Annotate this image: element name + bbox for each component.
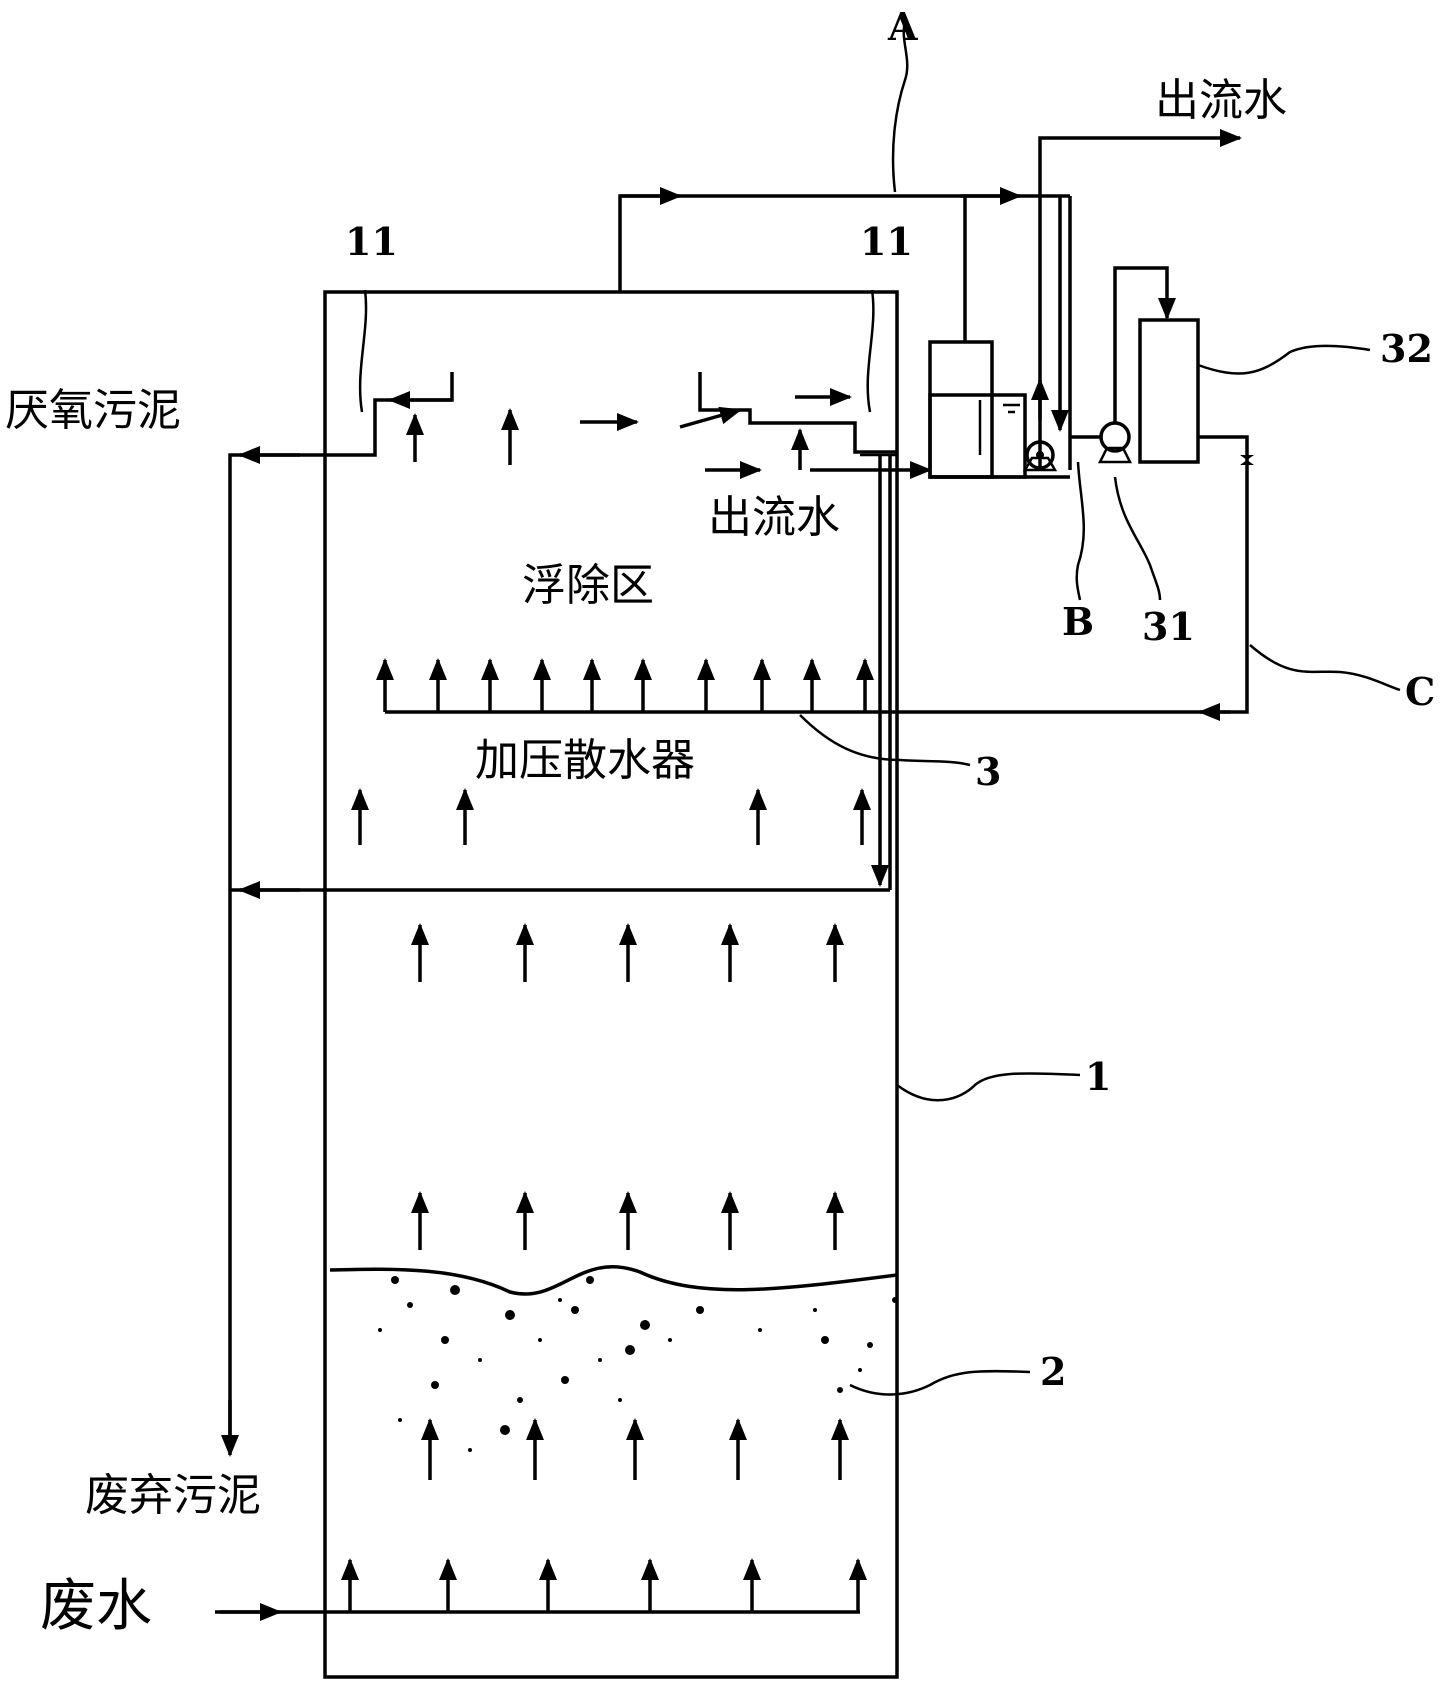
leader-11-left xyxy=(358,289,368,413)
leader-11-right xyxy=(866,289,875,413)
ref-2: 2 xyxy=(1040,1349,1066,1394)
leader-1 xyxy=(896,1072,1081,1102)
ref-31: 31 xyxy=(1142,604,1195,649)
top-outlet-pipe xyxy=(618,194,1070,292)
ref-32: 32 xyxy=(1380,326,1433,371)
leader-a xyxy=(891,21,909,193)
pressure-tank-32 xyxy=(1138,318,1200,464)
distributor-risers xyxy=(376,658,874,712)
separator-tank xyxy=(928,340,994,479)
ref-c: C xyxy=(1405,669,1435,714)
leader-c xyxy=(1249,644,1401,692)
left-weir xyxy=(325,372,454,457)
leader-31 xyxy=(1113,476,1162,601)
label-effluent-top: 出流水 xyxy=(1155,75,1287,126)
right-weir xyxy=(698,372,897,454)
ref-1: 1 xyxy=(1085,1054,1111,1099)
ref-3: 3 xyxy=(975,749,1001,794)
leader-b xyxy=(1075,461,1086,601)
sludge-particles xyxy=(378,1276,898,1452)
inlet-risers xyxy=(341,1558,867,1612)
leader-2 xyxy=(849,1369,1031,1396)
label-pressurized-distributor: 加压散水器 xyxy=(475,735,695,786)
ref-11-right: 11 xyxy=(860,219,913,264)
sludge-bed-surface xyxy=(329,1265,898,1296)
label-effluent-inner: 出流水 xyxy=(708,492,840,543)
reactor-tank xyxy=(323,290,899,1679)
label-flotation-zone: 浮除区 xyxy=(522,560,654,611)
ref-a: A xyxy=(887,4,918,49)
effluent-out-pipe xyxy=(1038,129,1242,470)
pump-b-icon xyxy=(1025,440,1055,470)
label-wastewater: 废水 xyxy=(40,1574,152,1639)
ref-b: B xyxy=(1062,599,1094,644)
flow-arrows xyxy=(351,408,871,1480)
leader-3 xyxy=(799,714,971,767)
label-anaerobic-sludge: 厌氧污泥 xyxy=(5,385,181,436)
ref-11-left: 11 xyxy=(345,219,398,264)
leader-32 xyxy=(1197,344,1371,375)
label-waste-sludge: 废弃污泥 xyxy=(85,1470,261,1521)
sludge-line xyxy=(228,453,325,1450)
